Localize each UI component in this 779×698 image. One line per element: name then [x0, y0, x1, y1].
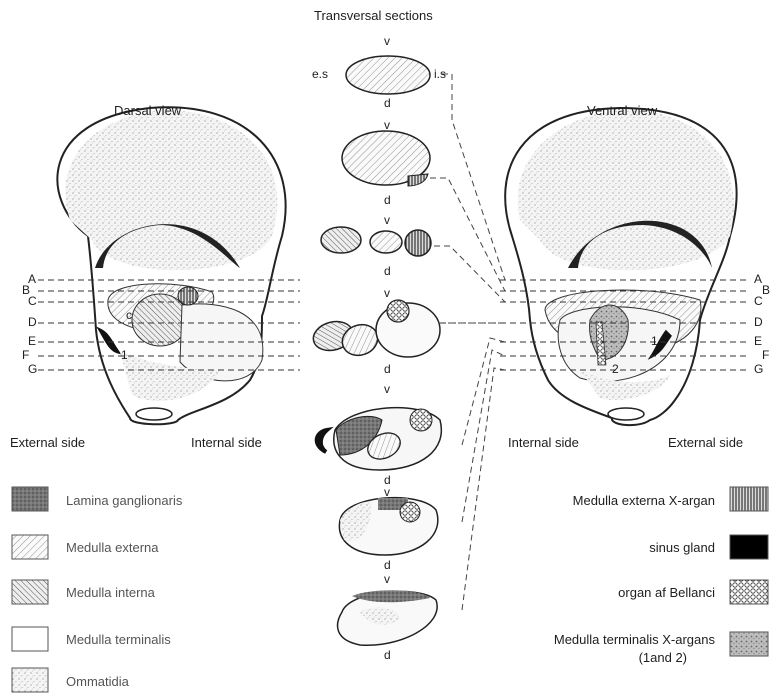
mark-d-f: d — [384, 558, 391, 572]
mark-d-d: d — [384, 362, 391, 376]
dorsal-view-drawing — [57, 107, 285, 424]
section-letter-d-left: D — [28, 315, 37, 329]
legend-label-mtx: Medulla terminalis X-argans — [554, 632, 715, 647]
legend-label-x-organ: Medulla externa X-argan — [573, 493, 715, 508]
ventral-label-2: 2 — [612, 362, 619, 376]
mark-d-a: d — [384, 96, 391, 110]
right-external-side-label: External side — [668, 435, 743, 450]
section-letter-g-right: G — [754, 362, 763, 376]
section-letter-b-right: B — [762, 283, 770, 297]
legend-label-bellonci: organ af Bellanci — [618, 585, 715, 600]
page-title: Transversal sections — [314, 8, 433, 23]
ventral-view-drawing — [505, 108, 736, 425]
mark-v-g: v — [384, 572, 390, 586]
mark-d-c: d — [384, 264, 391, 278]
mark-v-e: v — [384, 382, 390, 396]
section-letter-e-right: E — [754, 334, 762, 348]
mark-es: e.s — [312, 67, 328, 81]
transversal-sections — [310, 56, 441, 645]
left-internal-side-label: Internal side — [191, 435, 262, 450]
mark-d-b: d — [384, 193, 391, 207]
left-external-side-label: External side — [10, 435, 85, 450]
section-letter-a-right: A — [754, 272, 762, 286]
legend-label-mtx-numbers: (1and 2) — [639, 650, 687, 665]
mark-v-d: v — [384, 286, 390, 300]
section-letter-d-right: D — [754, 315, 763, 329]
ventral-view-title: Ventral view — [587, 103, 657, 118]
section-connectors — [430, 74, 505, 610]
mark-v-a: v — [384, 34, 390, 48]
right-internal-side-label: Internal side — [508, 435, 579, 450]
legend-right-swatches — [730, 487, 768, 656]
mark-d-g: d — [384, 648, 391, 662]
mark-is: i.s — [434, 67, 446, 81]
legend-label-lamina: Lamina ganglionaris — [66, 493, 182, 508]
legend-label-sinus-gland: sinus gland — [649, 540, 715, 555]
ventral-label-1: 1 — [651, 334, 658, 348]
legend-label-terminalis: Medulla terminalis — [66, 632, 171, 647]
dorsal-label-1: 1 — [121, 348, 128, 362]
section-letter-g-left: G — [28, 362, 37, 376]
section-letter-c-left: C — [28, 294, 37, 308]
dorsal-label-c: c — [126, 308, 132, 322]
section-letter-e-left: E — [28, 334, 36, 348]
section-letter-f-right: F — [762, 348, 769, 362]
swatch-mtx — [730, 632, 768, 656]
legend-label-interna: Medulla interna — [66, 585, 155, 600]
swatch-externa — [12, 535, 48, 559]
legend-label-externa: Medulla externa — [66, 540, 159, 555]
section-letter-c-right: C — [754, 294, 763, 308]
legend-label-ommatidia: Ommatidia — [66, 674, 129, 689]
dorsal-view-title: Darsal view — [114, 103, 181, 118]
swatch-interna — [12, 580, 48, 604]
swatch-x-organ — [730, 487, 768, 511]
mark-v-b: v — [384, 118, 390, 132]
section-letter-f-left: F — [22, 348, 29, 362]
mark-v-c: v — [384, 213, 390, 227]
legend-left-swatches — [12, 487, 48, 692]
swatch-sinus-gland — [730, 535, 768, 559]
swatch-lamina — [12, 487, 48, 511]
swatch-ommatidia — [12, 668, 48, 692]
swatch-terminalis — [12, 627, 48, 651]
swatch-bellonci — [730, 580, 768, 604]
mark-v-f: v — [384, 485, 390, 499]
